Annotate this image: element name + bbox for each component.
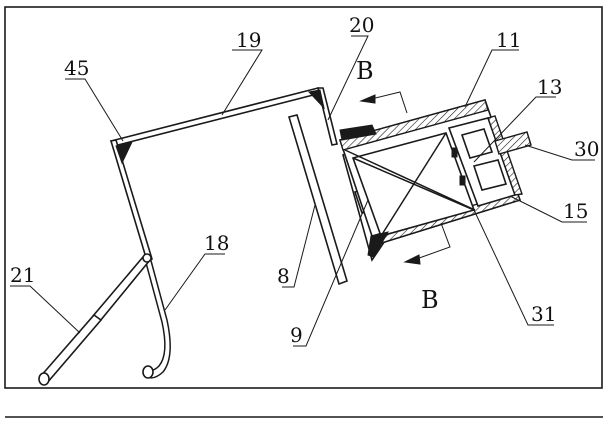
housing-dark-wedge-top <box>339 124 377 141</box>
leader-8 <box>282 204 316 288</box>
leader-20 <box>327 35 369 121</box>
handle-18-end <box>142 365 154 379</box>
leg-21 <box>38 253 152 386</box>
section-arrow-top-head <box>359 94 376 104</box>
section-arrow-bottom-line <box>407 222 451 263</box>
ref-label-9: 9 <box>290 323 303 347</box>
ref-label-13: 13 <box>537 75 562 99</box>
section-label-top: B <box>356 57 374 85</box>
ref-label-15: 15 <box>563 199 588 223</box>
leader-45 <box>65 78 124 142</box>
ref-label-20: 20 <box>349 13 374 37</box>
motor-tab-a <box>451 147 458 158</box>
leader-15 <box>509 195 587 223</box>
leader-19 <box>221 49 263 116</box>
housing-dark-wedge-bottom <box>367 231 389 258</box>
plate-8 <box>287 114 348 286</box>
leg-21-upper-tube <box>91 256 152 323</box>
corner-gusset-20 <box>308 89 325 110</box>
ref-label-21: 21 <box>10 263 35 287</box>
ref-label-18: 18 <box>204 231 229 255</box>
leader-9 <box>293 199 369 347</box>
shaft-30-end <box>526 131 532 146</box>
ref-label-31: 31 <box>531 302 556 326</box>
ref-label-45: 45 <box>64 56 89 80</box>
cross-brace-c <box>344 149 476 211</box>
motor-tab-b <box>459 175 466 186</box>
leader-11 <box>464 49 519 108</box>
drawing-border <box>4 6 603 389</box>
leader-31 <box>473 209 554 326</box>
leg-21-joint <box>142 253 152 263</box>
leader-18 <box>164 253 225 311</box>
motor-hatched-side <box>487 115 523 196</box>
leader-21 <box>10 285 81 334</box>
ref-label-11: 11 <box>496 28 521 52</box>
section-arrow-bottom-head <box>403 254 421 265</box>
leader-13 <box>473 96 556 163</box>
housing-top-wall <box>339 99 489 151</box>
corner-gusset-45 <box>115 141 133 165</box>
ref-label-30: 30 <box>574 137 599 161</box>
leg-21-lower-tube <box>38 313 103 385</box>
section-arrow-bottom <box>403 222 451 265</box>
leader-30 <box>524 144 595 161</box>
ref-label-8: 8 <box>277 264 290 288</box>
handle-18 <box>142 256 171 379</box>
frame-19 <box>109 87 338 263</box>
section-label-bottom: B <box>421 286 439 314</box>
section-arrow-top <box>359 91 408 114</box>
motor-assembly <box>447 115 523 207</box>
frame-left-post <box>109 139 153 263</box>
ref-label-19: 19 <box>236 28 261 52</box>
leg-21-foot <box>38 372 50 386</box>
cross-brace-b <box>380 132 447 237</box>
motor-block-lower <box>472 159 508 191</box>
